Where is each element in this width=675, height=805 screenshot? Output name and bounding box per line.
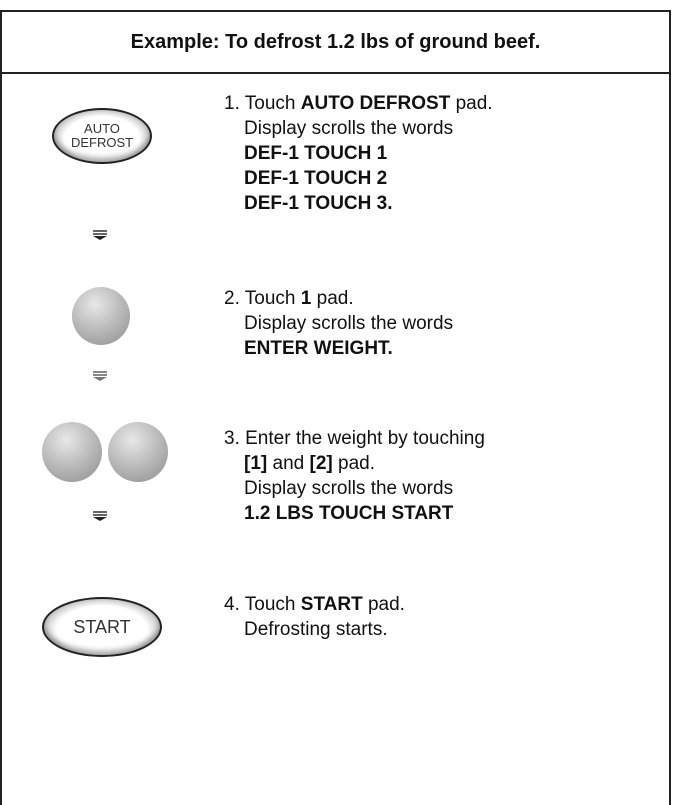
step-1-line-1: 1. Touch AUTO DEFROST pad. bbox=[224, 93, 493, 114]
step-3-text: 3. Enter the weight by touching [1] and … bbox=[224, 426, 485, 526]
step-2-text: 2. Touch 1 pad. Display scrolls the word… bbox=[224, 286, 453, 361]
step-4-line-1: 4. Touch START pad. bbox=[224, 594, 405, 615]
step-1-line-3: DEF-1 TOUCH 1 bbox=[244, 143, 388, 164]
example-title: Example: To defrost 1.2 lbs of ground be… bbox=[2, 12, 669, 74]
step-1-line-5: DEF-1 TOUCH 3. bbox=[244, 193, 393, 214]
step-4-line-2: Defrosting starts. bbox=[244, 619, 388, 640]
step-3-line-3: Display scrolls the words bbox=[244, 478, 454, 499]
instruction-panel: Example: To defrost 1.2 lbs of ground be… bbox=[0, 10, 671, 805]
step-1-line-4: DEF-1 TOUCH 2 bbox=[244, 168, 388, 189]
step-3-line-1: 3. Enter the weight by touching bbox=[224, 428, 485, 449]
number-1-pad[interactable] bbox=[72, 287, 130, 345]
step-2-line-2: Display scrolls the words bbox=[244, 313, 454, 334]
number-2-pad[interactable] bbox=[108, 422, 168, 482]
step-1-line-2: Display scrolls the words bbox=[244, 118, 454, 139]
step-3-line-4: 1.2 LBS TOUCH START bbox=[244, 503, 454, 524]
pad-label-line1: AUTO bbox=[84, 121, 120, 136]
step-3-line-2: [1] and [2] pad. bbox=[244, 453, 375, 474]
start-pad-label: START bbox=[73, 617, 131, 637]
step-1-text: 1. Touch AUTO DEFROST pad. Display scrol… bbox=[224, 91, 493, 216]
number-1-pad[interactable] bbox=[42, 422, 102, 482]
auto-defrost-pad[interactable]: AUTO DEFROST bbox=[52, 108, 152, 164]
down-arrow-icon bbox=[93, 511, 107, 521]
pad-label-line2: DEFROST bbox=[70, 135, 134, 150]
step-2-line-1: 2. Touch 1 pad. bbox=[224, 288, 354, 309]
down-arrow-icon bbox=[93, 371, 107, 381]
down-arrow-icon bbox=[93, 230, 107, 240]
step-4-text: 4. Touch START pad. Defrosting starts. bbox=[224, 592, 405, 642]
start-pad[interactable]: START bbox=[42, 597, 162, 657]
step-2-line-3: ENTER WEIGHT. bbox=[244, 338, 393, 359]
